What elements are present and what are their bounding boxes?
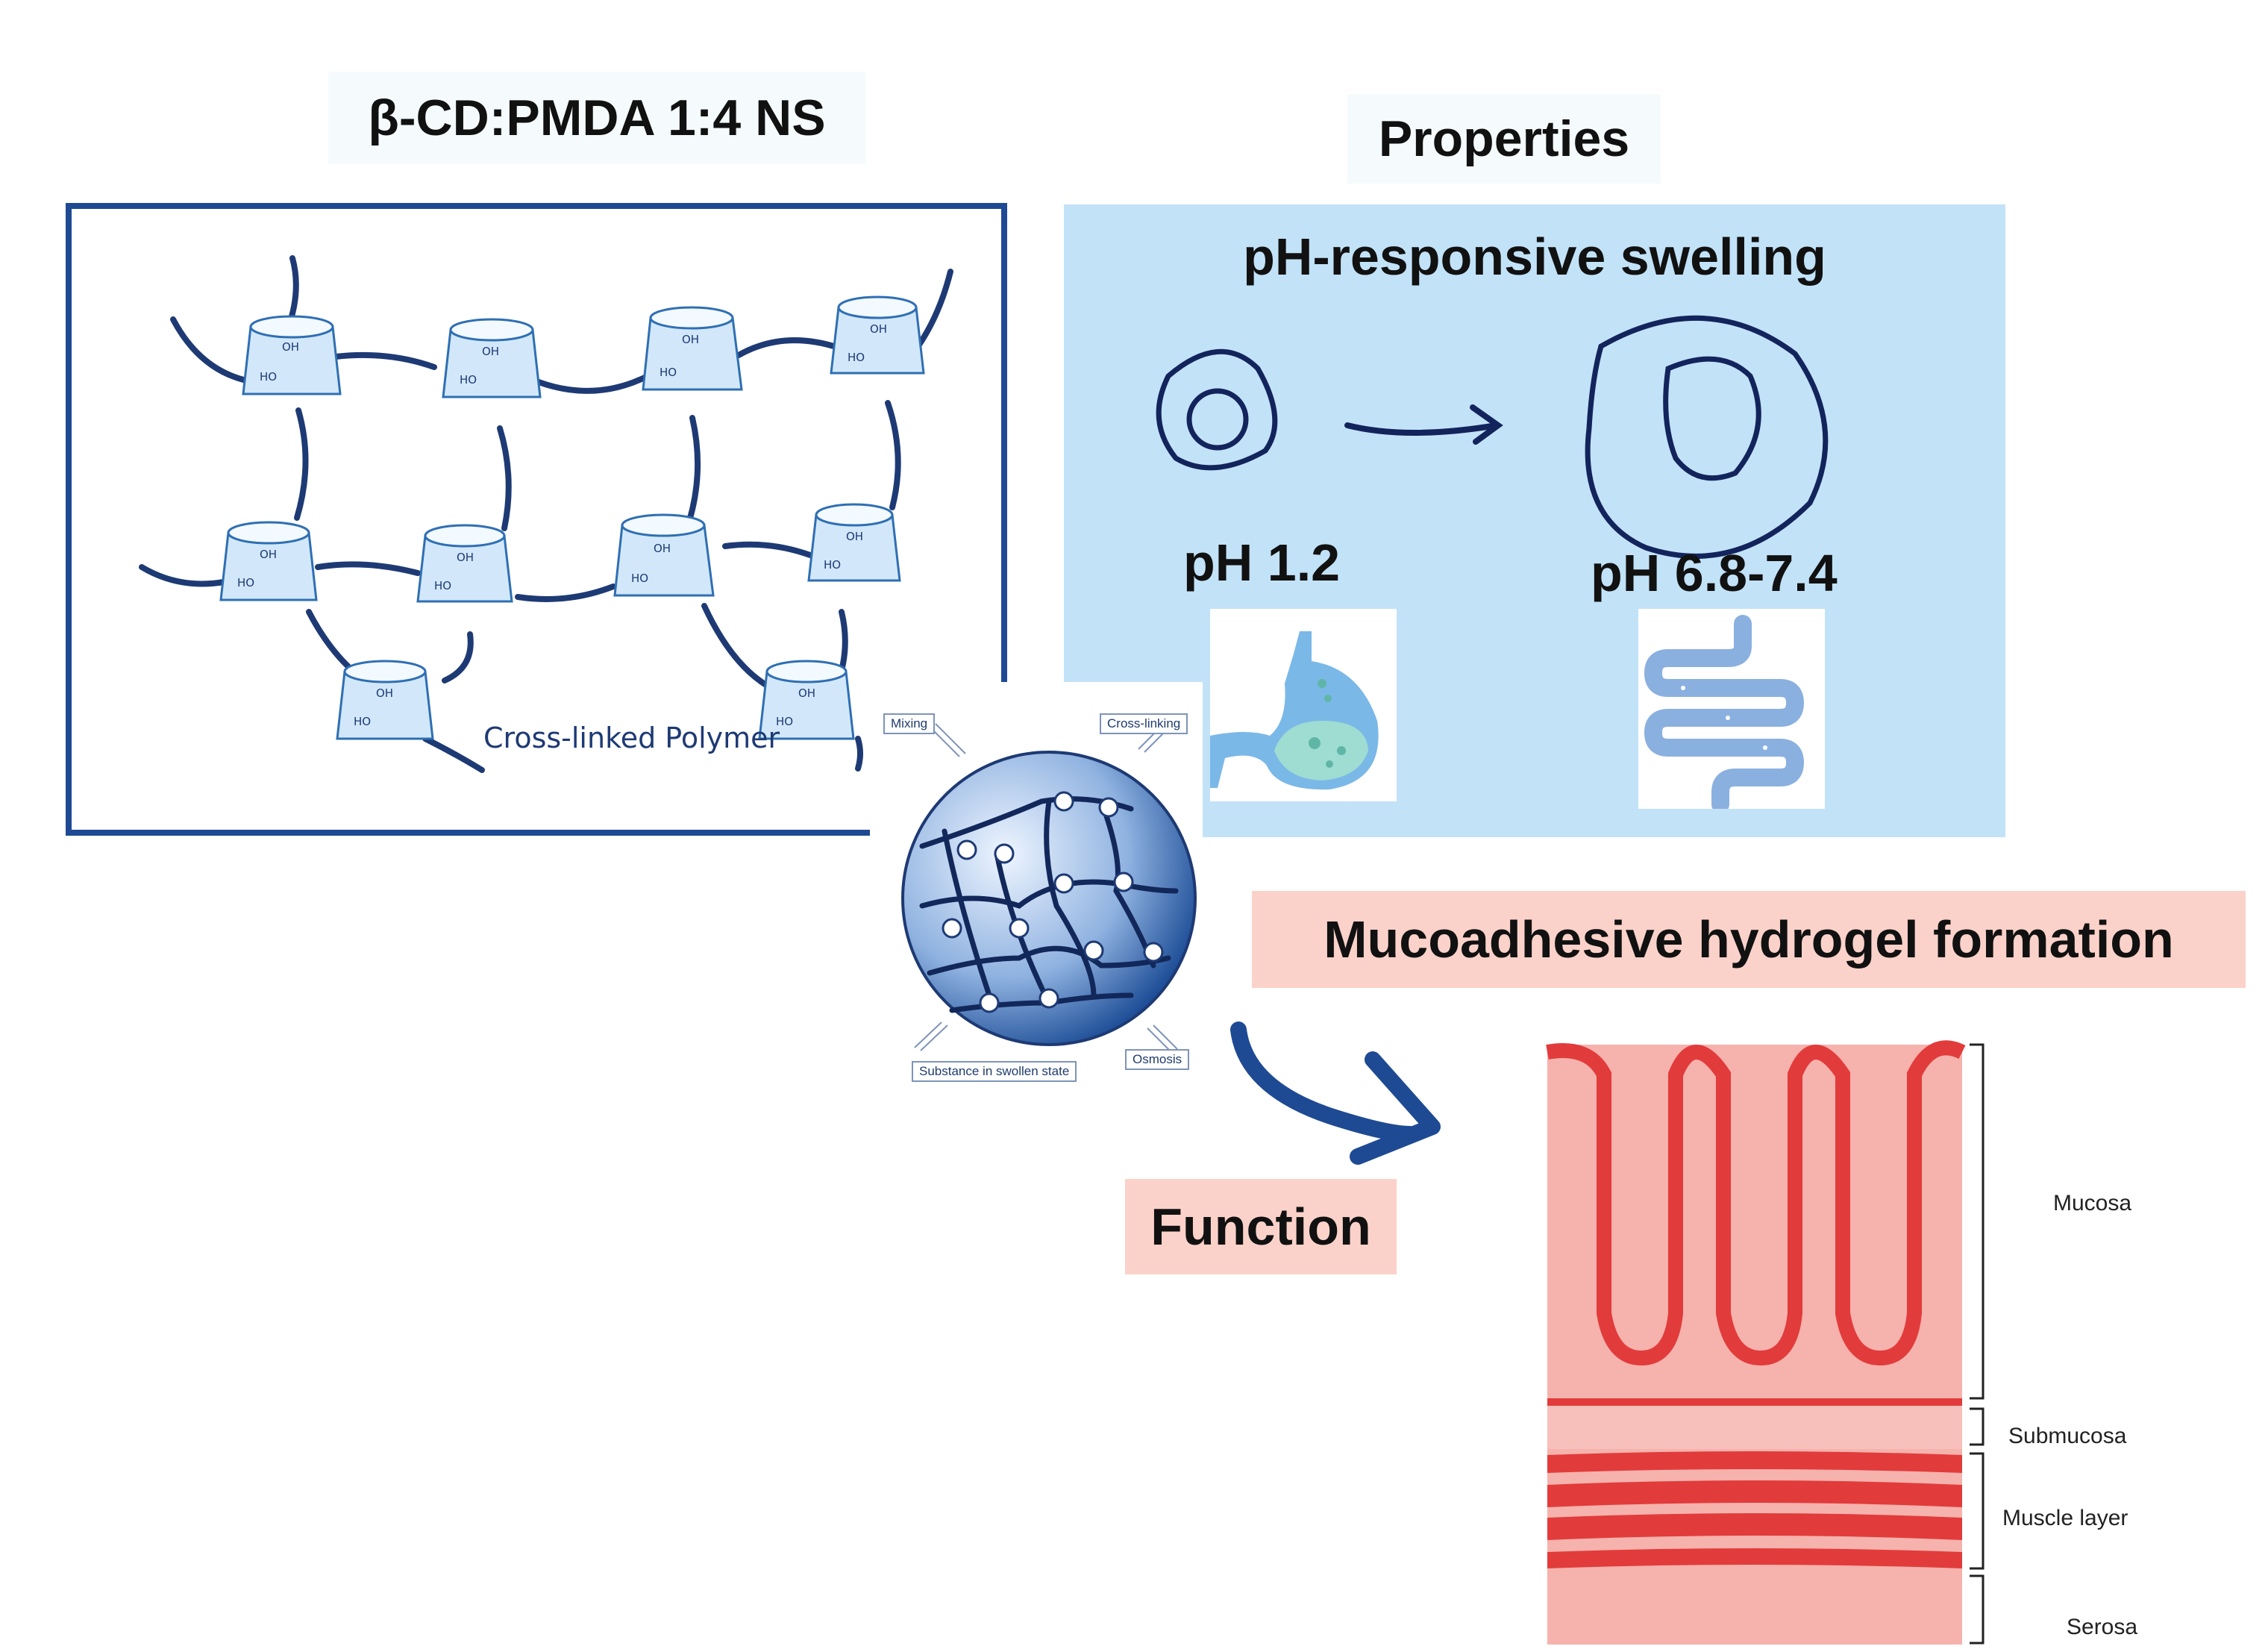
polymer-chain	[422, 736, 485, 773]
muscle-layer	[1547, 1451, 1962, 1568]
ph-low-label: pH 1.2	[1183, 534, 1341, 592]
polymer-chain	[916, 269, 953, 348]
mucoadhesive-label: Mucoadhesive hydrogel formation	[1252, 891, 2246, 988]
cyclodextrin-cup	[336, 660, 434, 740]
small-particle	[1156, 348, 1278, 471]
villi-outline	[1546, 1040, 1966, 1366]
oh-label: OH	[282, 340, 299, 354]
swelling-diagram	[1156, 315, 1829, 559]
cyclodextrin-cups	[219, 295, 925, 740]
polymer-label: Cross-linked Polymer	[483, 722, 780, 754]
properties-title: Properties	[1347, 94, 1661, 184]
cyclodextrin-cup	[830, 295, 925, 375]
stomach-icon	[1210, 609, 1397, 801]
properties-panel: pH-responsive swelling pH 1.2 pH 6.8-7.4	[1064, 204, 2005, 837]
swollen-state-label: Substance in swollen state	[912, 1061, 1077, 1082]
polymer-chain	[686, 415, 701, 524]
mixing-label: Mixing	[883, 713, 936, 734]
swollen-particle	[1585, 315, 1829, 559]
oh-label: OH	[482, 345, 499, 358]
polymer-chain	[333, 351, 437, 370]
polymer-chain	[497, 425, 512, 531]
intestinal-wall-diagram	[1546, 1040, 1985, 1645]
polymer-chain	[294, 407, 309, 521]
osmosis-label: Osmosis	[1125, 1049, 1190, 1070]
oh-label: OH	[798, 686, 815, 700]
function-arrow	[1230, 1021, 1441, 1165]
cyclodextrin-cup	[242, 315, 342, 395]
cyclodextrin-cup	[442, 318, 542, 398]
swelling-arrow	[1344, 404, 1503, 445]
polymer-chain	[722, 541, 813, 558]
ho-label: HO	[237, 576, 254, 589]
cyclodextrin-cup	[807, 503, 901, 582]
swelling-title: pH-responsive swelling	[1243, 228, 1826, 286]
cyclodextrin-cup	[219, 521, 318, 601]
polymer-chain	[306, 609, 357, 675]
ho-label: HO	[631, 572, 648, 585]
intestine-icon	[1638, 609, 1825, 813]
polymer-chain	[855, 736, 863, 772]
oh-label: OH	[260, 548, 277, 561]
ho-label: HO	[848, 351, 865, 364]
serosa-label: Serosa	[2067, 1615, 2138, 1639]
polymer-chain	[170, 316, 257, 385]
polymer-chain	[139, 564, 227, 587]
oh-label: OH	[870, 322, 887, 336]
polymer-chain	[885, 400, 901, 510]
network-nodes	[942, 791, 1164, 1013]
oh-label: OH	[654, 542, 671, 555]
polymer-chain	[536, 372, 654, 394]
function-label: Function	[1125, 1179, 1397, 1274]
polymer-chain	[701, 603, 771, 689]
submucosa-boundary	[1547, 1398, 1962, 1406]
oh-label: OH	[457, 551, 474, 564]
ho-label: HO	[824, 558, 841, 572]
ho-label: HO	[434, 579, 451, 592]
ho-label: HO	[660, 366, 677, 379]
cyclodextrin-cup	[758, 660, 855, 740]
swollen-network-figure: Mixing Cross-linking Substance in swolle…	[870, 682, 1203, 1106]
polymer-chain	[442, 631, 474, 683]
oh-label: OH	[376, 686, 393, 700]
polymer-chain	[515, 583, 616, 602]
mucosa-label: Mucosa	[2053, 1191, 2132, 1215]
ho-label: HO	[260, 370, 277, 384]
cup-hydroxyl-labels: OH HO OH HO OH HO OH HO OH HO OH HO OH H…	[237, 322, 887, 728]
submucosa-label: Submucosa	[2008, 1424, 2127, 1448]
submucosa-layer	[1547, 1406, 1962, 1449]
polymer-chain	[315, 561, 421, 576]
polymer-chain	[736, 337, 842, 358]
layer-brackets	[1970, 1043, 1985, 1645]
ho-label: HO	[354, 715, 371, 728]
cross-linking-label: Cross-linking	[1100, 713, 1188, 734]
oh-label: OH	[846, 530, 863, 543]
oh-label: OH	[682, 333, 699, 346]
structure-title: β-CD:PMDA 1:4 NS	[328, 72, 865, 164]
muscle-layer-label: Muscle layer	[2002, 1506, 2128, 1530]
cyclodextrin-cup	[642, 306, 743, 391]
ph-high-label: pH 6.8-7.4	[1591, 544, 1838, 602]
cyclodextrin-cup	[416, 524, 513, 603]
ho-label: HO	[460, 373, 477, 387]
ho-label: HO	[776, 715, 793, 728]
cyclodextrin-cup	[613, 513, 715, 597]
